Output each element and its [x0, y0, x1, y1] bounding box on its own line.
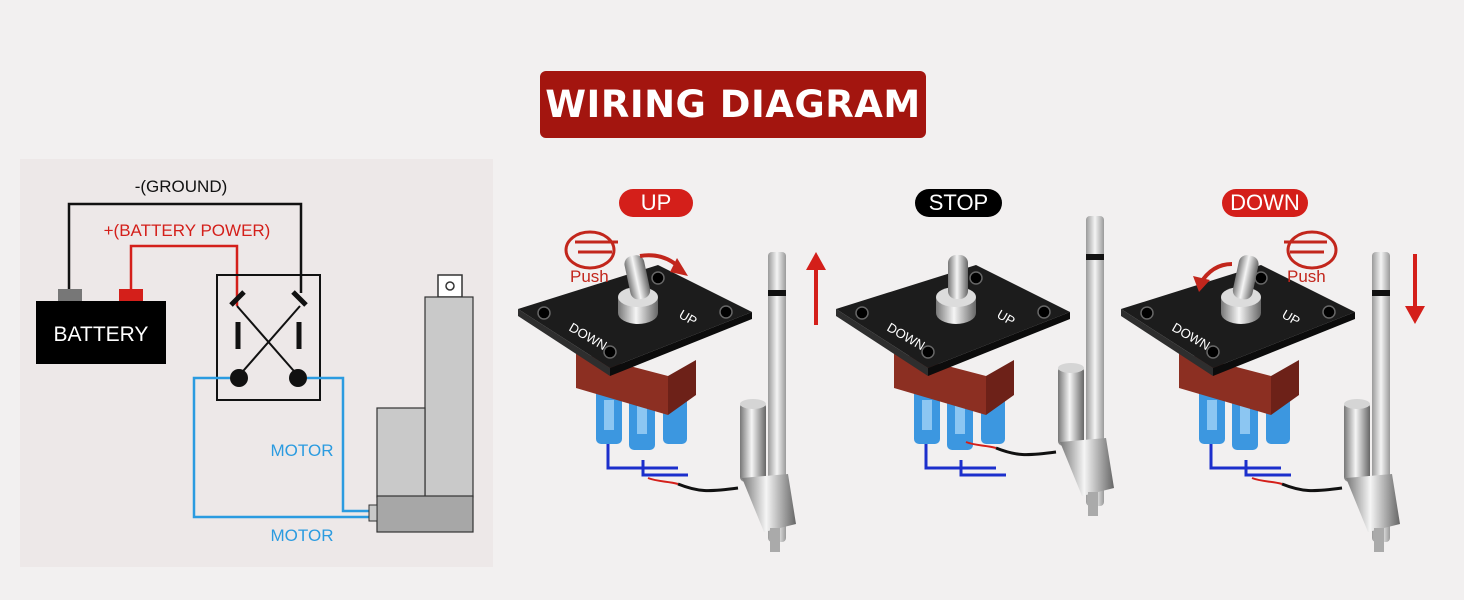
plate-down-label: DOWN	[567, 320, 610, 354]
state-pill-up: UP	[619, 189, 693, 217]
page-title: WIRING DIAGRAM	[545, 83, 921, 126]
motor-label-2: MOTOR	[271, 526, 334, 545]
schematic-diagram: -(GROUND) +(BATTERY POWER) BATTERY MOTOR…	[36, 177, 474, 545]
title-banner: WIRING DIAGRAM	[540, 71, 926, 138]
toggle-lever-stop	[948, 255, 968, 299]
battery	[36, 301, 166, 364]
switch-down: UP DOWN	[1119, 255, 1357, 477]
actuator-schematic	[368, 274, 474, 533]
plate-up-label: UP	[995, 307, 1018, 329]
actuator-up	[646, 250, 798, 554]
schematic-panel: -(GROUND) +(BATTERY POWER) BATTERY MOTOR…	[20, 159, 493, 567]
curved-arrow-icon	[1198, 262, 1233, 286]
ground-label: -(GROUND)	[135, 177, 228, 196]
switch-up: UP DOWN	[516, 255, 754, 477]
motor-wire-inner	[307, 376, 372, 513]
battery-negative-terminal	[58, 289, 82, 301]
switch-box	[216, 274, 321, 401]
plate-up-label: UP	[1280, 307, 1303, 329]
curved-arrow-icon	[639, 253, 684, 272]
plate-down-label: DOWN	[885, 320, 928, 354]
pointing-hand-icon	[1284, 230, 1338, 270]
state-pill-stop: STOP	[915, 189, 1002, 217]
state-pill-down: DOWN	[1222, 189, 1308, 217]
battery-positive-terminal	[119, 289, 143, 301]
battery-label: BATTERY	[54, 323, 149, 346]
toggle-lever-down	[1232, 255, 1259, 300]
push-label-down: Push	[1287, 267, 1326, 286]
toggle-lever-up	[624, 255, 651, 300]
plate-down-label: DOWN	[1170, 320, 1213, 354]
plate-up-label: UP	[677, 307, 700, 329]
power-label: +(BATTERY POWER)	[104, 221, 271, 240]
switch-stop: UP DOWN	[834, 255, 1072, 477]
actuator-stop	[964, 214, 1116, 518]
ground-wire	[67, 202, 303, 294]
push-label-up: Push	[570, 267, 609, 286]
motor-label-1: MOTOR	[271, 441, 334, 460]
actuator-down	[1250, 250, 1402, 554]
pointing-hand-icon	[564, 230, 618, 270]
